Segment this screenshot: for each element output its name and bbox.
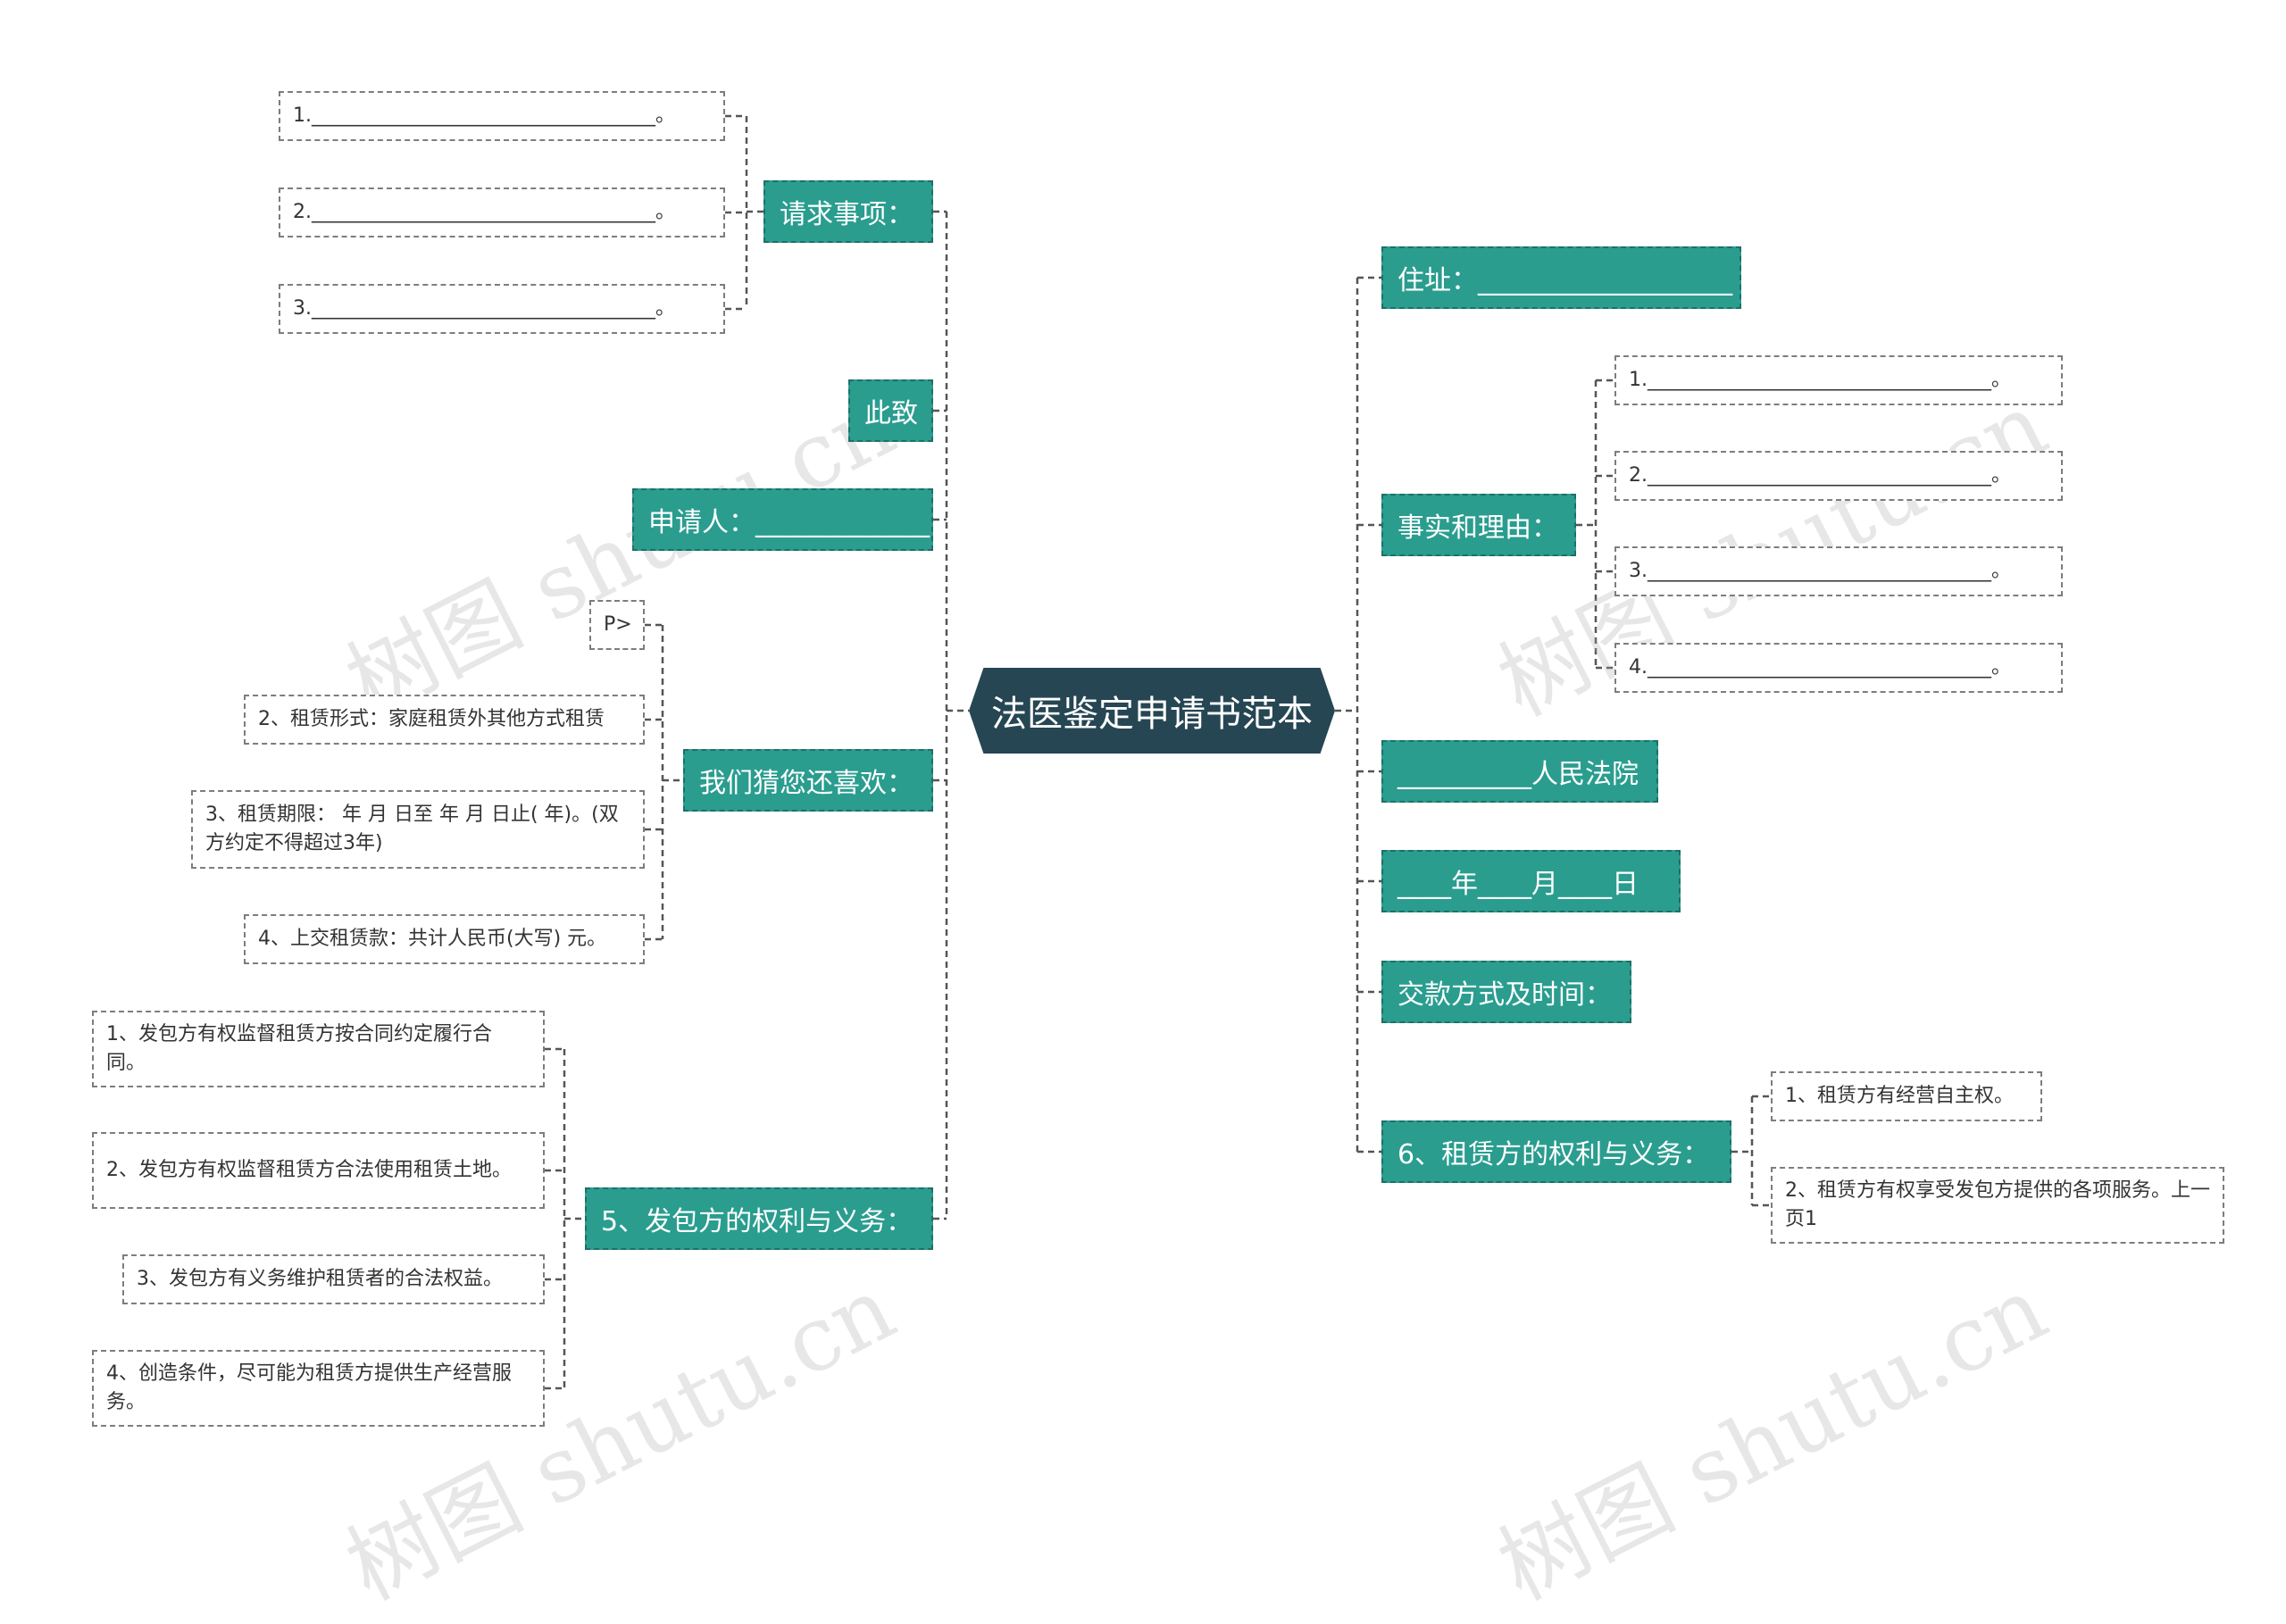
leaf-text: 4.___________________________________。 <box>1629 656 2011 679</box>
leaf-text: 2.___________________________________。 <box>1629 464 2011 487</box>
leaf-fabao-4[interactable]: 4、创造条件，尽可能为租赁方提供生产经营服务。 <box>92 1350 545 1427</box>
leaf-fabao-3[interactable]: 3、发包方有义务维护租赁者的合法权益。 <box>122 1254 545 1304</box>
branch-zulin[interactable]: 6、租赁方的权利与义务： <box>1381 1120 1731 1183</box>
leaf-text: 3、租赁期限： 年 月 日至 年 月 日止( 年)。(双方约定不得超过3年) <box>205 804 619 854</box>
root-label: 法医鉴定申请书范本 <box>991 694 1313 735</box>
leaf-text: 2、租赁形式：家庭租赁外其他方式租赁 <box>258 708 605 731</box>
branch-label: 此致 <box>864 398 918 429</box>
branch-label: 5、发包方的权利与义务： <box>601 1206 914 1237</box>
leaf-qiuqiu-3[interactable]: 3.___________________________________。 <box>279 284 725 334</box>
leaf-zulin-2[interactable]: 2、租赁方有权享受发包方提供的各项服务。上一页1 <box>1771 1167 2224 1244</box>
branch-cizhi[interactable]: 此致 <box>848 379 933 442</box>
branch-qiuqiu-shixiang[interactable]: 请求事项： <box>763 180 933 243</box>
leaf-text: 1.___________________________________。 <box>293 104 675 128</box>
leaf-fabao-1[interactable]: 1、发包方有权监督租赁方按合同约定履行合同。 <box>92 1011 545 1087</box>
leaf-xihuan-1[interactable]: P> <box>589 600 645 650</box>
leaf-xihuan-3[interactable]: 3、租赁期限： 年 月 日至 年 月 日止( 年)。(双方约定不得超过3年) <box>191 790 645 869</box>
branch-jiaokuan[interactable]: 交款方式及时间： <box>1381 961 1631 1023</box>
leaf-fabao-2[interactable]: 2、发包方有权监督租赁方合法使用租赁土地。 <box>92 1132 545 1209</box>
leaf-text: 2、发包方有权监督租赁方合法使用租赁土地。 <box>106 1159 512 1182</box>
leaf-zulin-1[interactable]: 1、租赁方有经营自主权。 <box>1771 1071 2042 1121</box>
leaf-text: 2、租赁方有权享受发包方提供的各项服务。上一页1 <box>1785 1179 2210 1230</box>
leaf-xihuan-4[interactable]: 4、上交租赁款：共计人民币(大写) 元。 <box>244 914 645 964</box>
branch-label: __________人民法院 <box>1397 759 1639 790</box>
leaf-text: 1.___________________________________。 <box>1629 369 2011 392</box>
branch-label: 交款方式及时间： <box>1397 979 1612 1011</box>
leaf-text: 3.___________________________________。 <box>1629 560 2011 583</box>
branch-label: 申请人：_____________ <box>648 507 930 538</box>
branch-label: ____年____月____日 <box>1397 869 1639 900</box>
branch-label: 请求事项： <box>780 199 914 230</box>
leaf-text: 2.___________________________________。 <box>293 201 675 224</box>
branch-riqi[interactable]: ____年____月____日 <box>1381 850 1681 912</box>
branch-fabao[interactable]: 5、发包方的权利与义务： <box>585 1187 933 1250</box>
branch-label: 6、租赁方的权利与义务： <box>1397 1139 1710 1170</box>
leaf-shishi-1[interactable]: 1.___________________________________。 <box>1614 355 2063 405</box>
branch-shenqingren[interactable]: 申请人：_____________ <box>632 488 933 551</box>
root-node[interactable]: 法医鉴定申请书范本 <box>969 668 1335 754</box>
leaf-text: 3.___________________________________。 <box>293 297 675 321</box>
leaf-text: 4、上交租赁款：共计人民币(大写) 元。 <box>258 928 607 951</box>
connector-lines <box>545 114 1771 1390</box>
leaf-qiuqiu-1[interactable]: 1.___________________________________。 <box>279 91 725 141</box>
leaf-text: P> <box>604 613 632 637</box>
branch-fayuan[interactable]: __________人民法院 <box>1381 740 1658 803</box>
leaf-text: 3、发包方有义务维护租赁者的合法权益。 <box>137 1268 503 1291</box>
leaf-qiuqiu-2[interactable]: 2.___________________________________。 <box>279 187 725 237</box>
branch-label: 住址：___________________ <box>1397 265 1732 296</box>
branch-shishi[interactable]: 事实和理由： <box>1381 494 1576 556</box>
leaf-shishi-2[interactable]: 2.___________________________________。 <box>1614 451 2063 501</box>
branch-label: 我们猜您还喜欢： <box>699 768 914 799</box>
leaf-text: 1、发包方有权监督租赁方按合同约定履行合同。 <box>106 1023 492 1074</box>
branch-xihuan[interactable]: 我们猜您还喜欢： <box>683 749 933 812</box>
leaf-shishi-4[interactable]: 4.___________________________________。 <box>1614 643 2063 693</box>
leaf-shishi-3[interactable]: 3.___________________________________。 <box>1614 546 2063 596</box>
leaf-text: 4、创造条件，尽可能为租赁方提供生产经营服务。 <box>106 1362 512 1413</box>
branch-zhuzhi[interactable]: 住址：___________________ <box>1381 246 1741 309</box>
mind-map-canvas: 树图 shutu.cn 树图 shutu.cn 树图 shutu.cn 树图 s… <box>92 91 2224 1620</box>
branch-label: 事实和理由： <box>1397 512 1558 544</box>
leaf-xihuan-2[interactable]: 2、租赁形式：家庭租赁外其他方式租赁 <box>244 695 645 745</box>
leaf-text: 1、租赁方有经营自主权。 <box>1785 1085 2014 1108</box>
